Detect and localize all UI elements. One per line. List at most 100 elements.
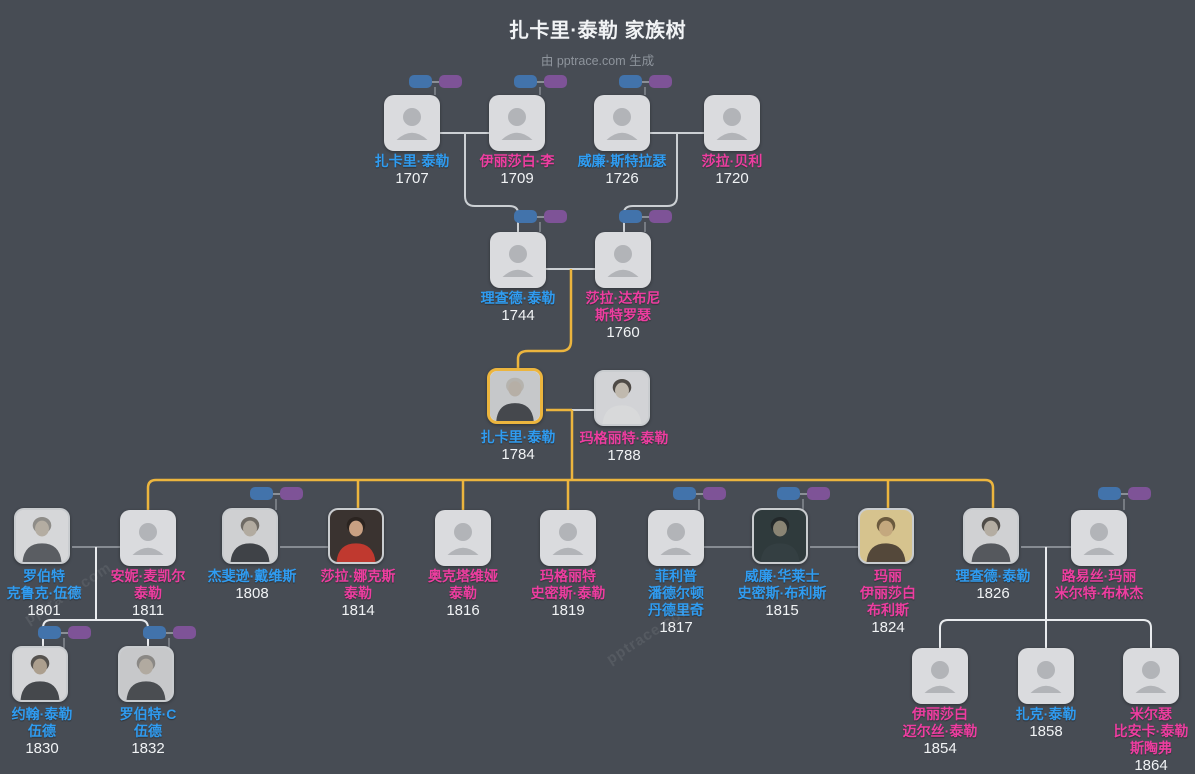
person-placeholder-icon (1083, 523, 1115, 555)
father-pill-icon[interactable] (38, 626, 61, 639)
father-pill-icon[interactable] (673, 487, 696, 500)
person-node-william-bliss-1815[interactable] (752, 508, 808, 564)
person-name: 迈尔丝·泰勒 (902, 723, 978, 739)
watermark: pptrace.com (603, 599, 697, 668)
person-birth-year: 1811 (131, 602, 165, 619)
mother-pill-icon[interactable] (68, 626, 91, 639)
person-name: 理查德·泰勒 (955, 568, 1031, 584)
person-name: 克鲁克·伍德 (6, 585, 82, 601)
person-placeholder-icon (502, 245, 534, 277)
portrait-photo (490, 371, 540, 421)
father-pill-icon[interactable] (1098, 487, 1121, 500)
person-name: 罗伯特 (23, 568, 65, 584)
father-pill-icon[interactable] (619, 210, 642, 223)
person-node-zack-1858[interactable] (1018, 648, 1074, 704)
mother-pill-icon[interactable] (544, 210, 567, 223)
collapsed-parents-toggle-sarah-dabney-1760[interactable] (619, 210, 672, 223)
person-name: 伊丽莎白 (860, 585, 916, 601)
person-placeholder-icon (501, 108, 533, 140)
person-name: 比安卡·泰勒 (1113, 723, 1189, 739)
person-node-louise[interactable] (1071, 510, 1127, 566)
mother-pill-icon[interactable] (280, 487, 303, 500)
person-node-sarah-dabney-1760[interactable] (595, 232, 651, 288)
father-pill-icon[interactable] (619, 75, 642, 88)
person-name: 安妮·麦凯尔 (110, 568, 186, 584)
person-node-zachary-1707[interactable] (384, 95, 440, 151)
person-node-mary-1824[interactable] (858, 508, 914, 564)
person-node-richard-1744[interactable] (490, 232, 546, 288)
mother-pill-icon[interactable] (649, 210, 672, 223)
person-node-elizabeth-1709[interactable] (489, 95, 545, 151)
person-node-richard-taylor-1826[interactable] (963, 508, 1019, 564)
person-birth-year: 1808 (235, 585, 269, 602)
collapsed-parents-toggle-william-bliss-1815[interactable] (777, 487, 830, 500)
collapsed-parents-toggle-richard-1744[interactable] (514, 210, 567, 223)
person-placeholder-icon (924, 661, 956, 693)
person-node-margaret-1788[interactable] (594, 370, 650, 426)
person-node-philip-1817[interactable] (648, 510, 704, 566)
collapsed-parents-toggle-zachary-1707[interactable] (409, 75, 462, 88)
mother-pill-icon[interactable] (649, 75, 672, 88)
father-pill-icon[interactable] (514, 75, 537, 88)
person-node-sarah-knox-1814[interactable] (328, 508, 384, 564)
person-placeholder-icon (447, 523, 479, 555)
person-node-jefferson-1808[interactable] (222, 508, 278, 564)
person-placeholder-icon (716, 108, 748, 140)
person-birth-year: 1814 (341, 602, 375, 619)
person-name: 莎拉·达布尼 (585, 290, 661, 306)
person-birth-year: 1830 (25, 740, 59, 757)
person-node-mercer-1864[interactable] (1123, 648, 1179, 704)
collapsed-parents-toggle-elizabeth-1709[interactable] (514, 75, 567, 88)
person-node-william-1726[interactable] (594, 95, 650, 151)
mother-pill-icon[interactable] (439, 75, 462, 88)
father-pill-icon[interactable] (250, 487, 273, 500)
collapsed-parents-toggle-louise[interactable] (1098, 487, 1151, 500)
person-node-robert-1801[interactable] (14, 508, 70, 564)
person-name: 史密斯·泰勒 (530, 585, 606, 601)
father-pill-icon[interactable] (409, 75, 432, 88)
mother-pill-icon[interactable] (544, 75, 567, 88)
person-node-john-1830[interactable] (12, 646, 68, 702)
person-placeholder-icon (396, 108, 428, 140)
person-node-robert-c-1832[interactable] (118, 646, 174, 702)
mother-pill-icon[interactable] (173, 626, 196, 639)
father-pill-icon[interactable] (514, 210, 537, 223)
person-node-margaret-smith-1819[interactable] (540, 510, 596, 566)
collapsed-parents-toggle-william-1726[interactable] (619, 75, 672, 88)
collapsed-parents-toggle-philip-1817[interactable] (673, 487, 726, 500)
person-node-octavia-1816[interactable] (435, 510, 491, 566)
mother-pill-icon[interactable] (1128, 487, 1151, 500)
person-birth-year: 1832 (131, 740, 165, 757)
person-placeholder-icon (606, 108, 638, 140)
person-node-sarah-1720[interactable] (704, 95, 760, 151)
person-node-ann-1811[interactable] (120, 510, 176, 566)
person-name: 威廉·华莱士 (744, 568, 820, 584)
person-name: 史密斯·布利斯 (737, 585, 827, 601)
collapsed-parents-toggle-john-1830[interactable] (38, 626, 91, 639)
person-name: 伊丽莎白 (912, 706, 968, 722)
person-birth-year: 1854 (923, 740, 957, 757)
chart-title: 扎卡里·泰勒 家族树 (508, 20, 687, 42)
person-birth-year: 1817 (659, 619, 693, 636)
portrait-photo (16, 510, 68, 562)
person-node-elizabeth-myers-1854[interactable] (912, 648, 968, 704)
chart-header: 扎卡里·泰勒 家族树 由 pptrace.com 生成 (0, 14, 1195, 69)
collapsed-parents-toggle-robert-c-1832[interactable] (143, 626, 196, 639)
collapsed-parents-toggle-jefferson-1808[interactable] (250, 487, 303, 500)
person-node-zachary-1784[interactable] (487, 368, 543, 424)
father-pill-icon[interactable] (143, 626, 166, 639)
person-birth-year: 1760 (606, 324, 640, 341)
mother-pill-icon[interactable] (807, 487, 830, 500)
person-birth-year: 1726 (605, 170, 639, 187)
father-pill-icon[interactable] (777, 487, 800, 500)
mother-pill-icon[interactable] (703, 487, 726, 500)
person-name: 伊丽莎白·李 (479, 153, 555, 169)
